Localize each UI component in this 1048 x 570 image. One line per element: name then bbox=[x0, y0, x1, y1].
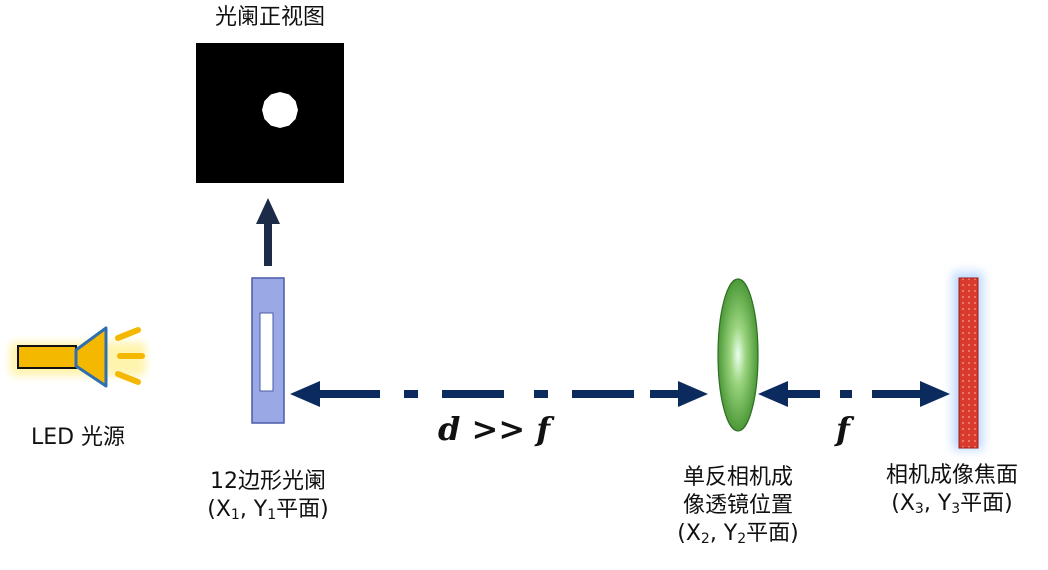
lens-name-line1: 单反相机成 bbox=[682, 465, 793, 490]
dodecagon-opening bbox=[262, 92, 298, 128]
camera-lens bbox=[717, 278, 759, 432]
view-up-arrow bbox=[256, 198, 280, 266]
lens-name-line2: 像透镜位置 bbox=[682, 493, 793, 518]
focal-length-label: f bbox=[836, 410, 850, 448]
focal-plane-plane-label: (X3, Y3平面) bbox=[891, 491, 1013, 517]
focal-plane-name: 相机成像焦面 bbox=[885, 463, 1018, 488]
aperture-front-view bbox=[196, 43, 344, 183]
distance-label: d >> f bbox=[438, 410, 551, 448]
aperture-plane-label: (X1, Y1平面) bbox=[207, 497, 329, 523]
lens-label: 单反相机成 像透镜位置 (X2, Y2平面) bbox=[628, 464, 848, 548]
led-icon bbox=[10, 326, 146, 388]
focal-length-arrow bbox=[758, 381, 950, 407]
aperture-plate bbox=[251, 277, 285, 424]
aperture-name: 12边形光阑 bbox=[210, 469, 326, 494]
focal-plane-sensor bbox=[953, 272, 983, 450]
led-source-label: LED 光源 bbox=[30, 425, 126, 450]
aperture-front-view-title: 光阑正视图 bbox=[214, 5, 325, 30]
lens-plane-label: (X2, Y2平面) bbox=[677, 521, 799, 547]
distance-arrow bbox=[290, 381, 708, 407]
aperture-label: 12边形光阑 (X1, Y1平面) bbox=[158, 468, 378, 524]
focal-plane-label: 相机成像焦面 (X3, Y3平面) bbox=[856, 462, 1048, 518]
